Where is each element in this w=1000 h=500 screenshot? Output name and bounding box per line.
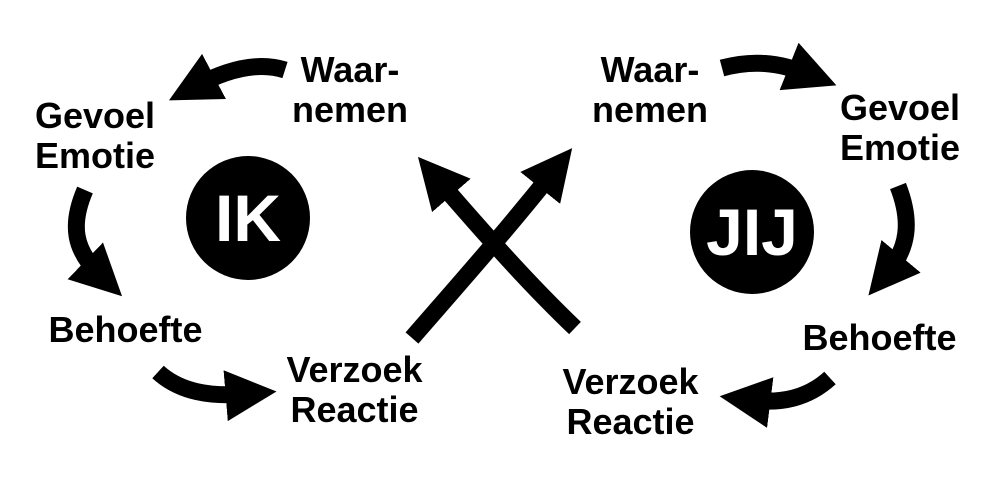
arrow-waarnemen-to-gevoel-left [168, 53, 288, 101]
behoefte-label-left: Behoefte [48, 309, 203, 350]
ik-badge: IK [186, 156, 310, 280]
arrow-cross-right-verzoek-to-left-waarnemen [417, 156, 581, 335]
jij-label: JIJ [706, 195, 798, 269]
jij-badge: JIJ [690, 170, 814, 294]
gevoel-emotie-label-left: Gevoel Emotie [34, 95, 156, 176]
waarnemen-label-right: Waar- nemen [591, 49, 709, 130]
arrow-waarnemen-to-gevoel-right [719, 42, 837, 91]
verzoek-reactie-label-right: Verzoek Reactie [562, 361, 699, 442]
gevoel-emotie-label-right: Gevoel Emotie [839, 87, 961, 168]
arrow-cross-left-verzoek-to-right-waarnemen [405, 148, 573, 344]
arrow-behoefte-to-verzoek-right [719, 371, 836, 428]
arrow-behoefte-to-verzoek-left [152, 365, 277, 422]
waarnemen-label-left: Waar- nemen [291, 49, 409, 130]
verzoek-reactie-label-left: Verzoek Reactie [286, 349, 423, 430]
arrow-gevoel-to-behoefte-left [67, 186, 123, 297]
arrow-gevoel-to-behoefte-right [868, 182, 921, 296]
ik-label: IK [215, 181, 281, 255]
behoefte-label-right: Behoefte [802, 317, 957, 358]
